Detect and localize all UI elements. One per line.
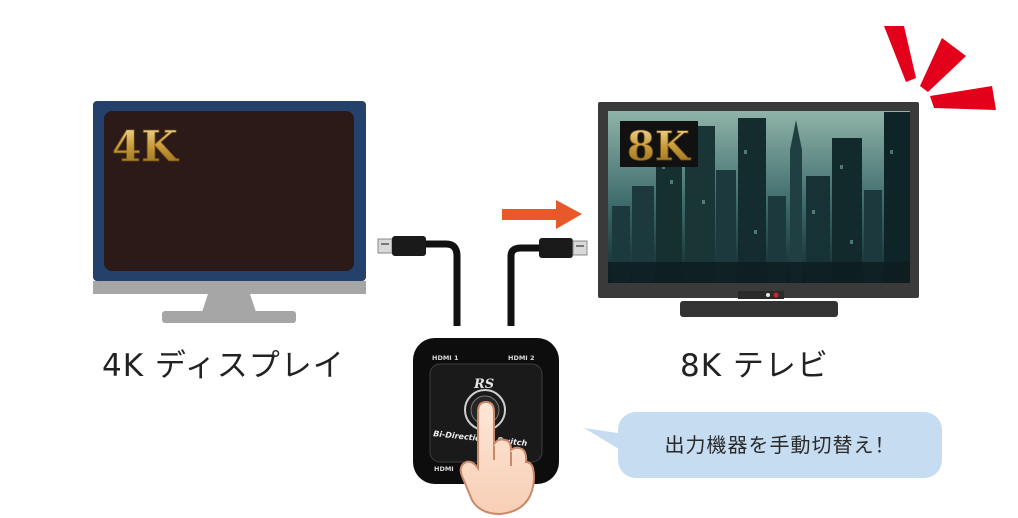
monitor-4k-neck <box>202 294 256 312</box>
callout-tail <box>584 428 624 452</box>
port-label-hdmi1: HDMI 1 <box>432 354 459 362</box>
callout-text: 出力機器を手動切替え！ <box>664 433 896 457</box>
tv-8k-ground-glow <box>608 262 910 283</box>
tv-8k-stand-base <box>680 301 838 317</box>
callout-bubble: 出力機器を手動切替え！ <box>618 412 942 478</box>
monitor-4k-chin <box>93 281 366 294</box>
monitor-4k-foot <box>162 311 296 323</box>
port-label-hdmi-out: HDMI <box>434 465 454 473</box>
hdmi-plug-right-metal <box>572 240 588 256</box>
hdmi-plug-right-body <box>539 238 573 258</box>
tv-8k-badge-bg <box>620 121 698 167</box>
brand-logo: RS <box>473 377 494 392</box>
pointing-hand-icon <box>459 400 535 516</box>
hdmi-cable-left <box>377 236 461 326</box>
hdmi-cable-right <box>507 238 588 326</box>
monitor-4k-screen <box>104 111 354 271</box>
monitor-4k: 4K <box>93 101 366 323</box>
right-display-caption: 8K テレビ <box>680 348 829 384</box>
left-display-caption: 4K ディスプレイ <box>102 348 345 384</box>
port-label-hdmi2: HDMI 2 <box>508 354 535 362</box>
tv-8k-cityscape <box>612 112 910 283</box>
hdmi-plug-left-body <box>392 236 426 256</box>
monitor-4k-badge: 4K <box>112 122 179 171</box>
tv-8k-led-red <box>773 292 779 298</box>
tv-8k-badge: 8K <box>627 123 691 170</box>
signal-arrow <box>502 200 582 229</box>
hdmi-plug-left-metal <box>377 238 393 254</box>
tv-8k: 8K <box>598 102 919 317</box>
tv-8k-led-white <box>766 293 770 297</box>
alert-rays <box>884 26 996 110</box>
tv-8k-stand-neck <box>738 291 784 299</box>
